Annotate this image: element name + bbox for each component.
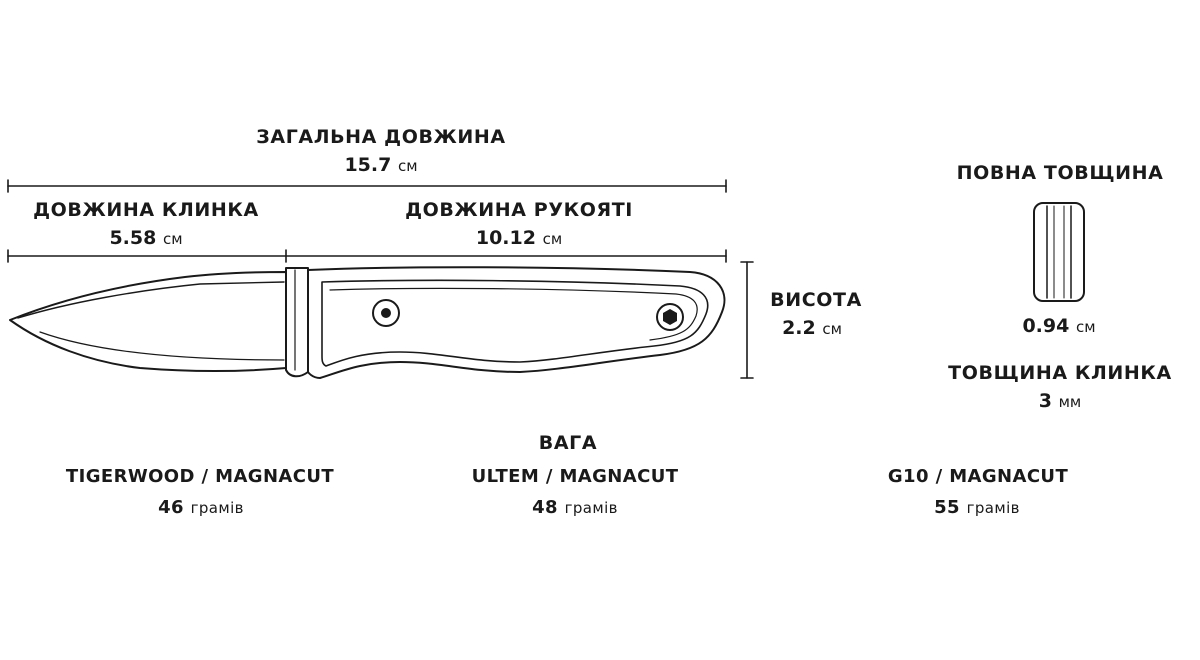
weight-variant-ultem-value: 48 грамів (532, 497, 618, 518)
total-length-dimension-line (7, 179, 727, 193)
weight-caption: ВАГА (538, 432, 598, 454)
height-value: 2.2 см (782, 317, 842, 339)
handle-scale (321, 279, 709, 367)
blade-thickness-caption: ТОВЩИНА КЛИНКА (948, 362, 1172, 384)
full-thickness-caption: ПОВНА ТОВЩИНА (956, 162, 1164, 184)
blade-grind (39, 331, 285, 361)
weight-variant-ultem-material: ULTEM / MAGNACUT (471, 466, 679, 487)
screw-rear-icon (656, 303, 684, 331)
weight-variant-tigerwood-value: 46 грамів (158, 497, 244, 518)
thickness-profile-icon (1033, 202, 1085, 302)
weight-variant-g10-value: 55 грамів (934, 497, 1020, 518)
bolster (285, 267, 309, 378)
blade-thickness-value: 3 мм (1038, 390, 1082, 412)
full-thickness-value: 0.94 см (1022, 315, 1096, 337)
blade (9, 271, 287, 372)
blade-handle-dimension-line (7, 249, 727, 263)
height-caption: ВИСОТА (770, 289, 862, 311)
handle-length-value: 10.12 см (475, 227, 563, 249)
knife-outline (9, 266, 726, 379)
weight-variant-tigerwood-material: TIGERWOOD / MAGNACUT (65, 466, 335, 487)
blade-bevel (17, 281, 285, 319)
weight-variant-g10-material: G10 / MAGNACUT (887, 466, 1069, 487)
handle (307, 266, 726, 379)
blade-length-value: 5.58 см (109, 227, 183, 249)
blade-length-caption: ДОВЖИНА КЛИНКА (33, 199, 259, 221)
total-length-value: 15.7 см (344, 154, 418, 176)
handle-length-caption: ДОВЖИНА РУКОЯТІ (405, 199, 633, 221)
height-dimension-line (740, 261, 754, 379)
screw-front-icon (372, 299, 400, 327)
total-length-caption: ЗАГАЛЬНА ДОВЖИНА (256, 126, 506, 148)
